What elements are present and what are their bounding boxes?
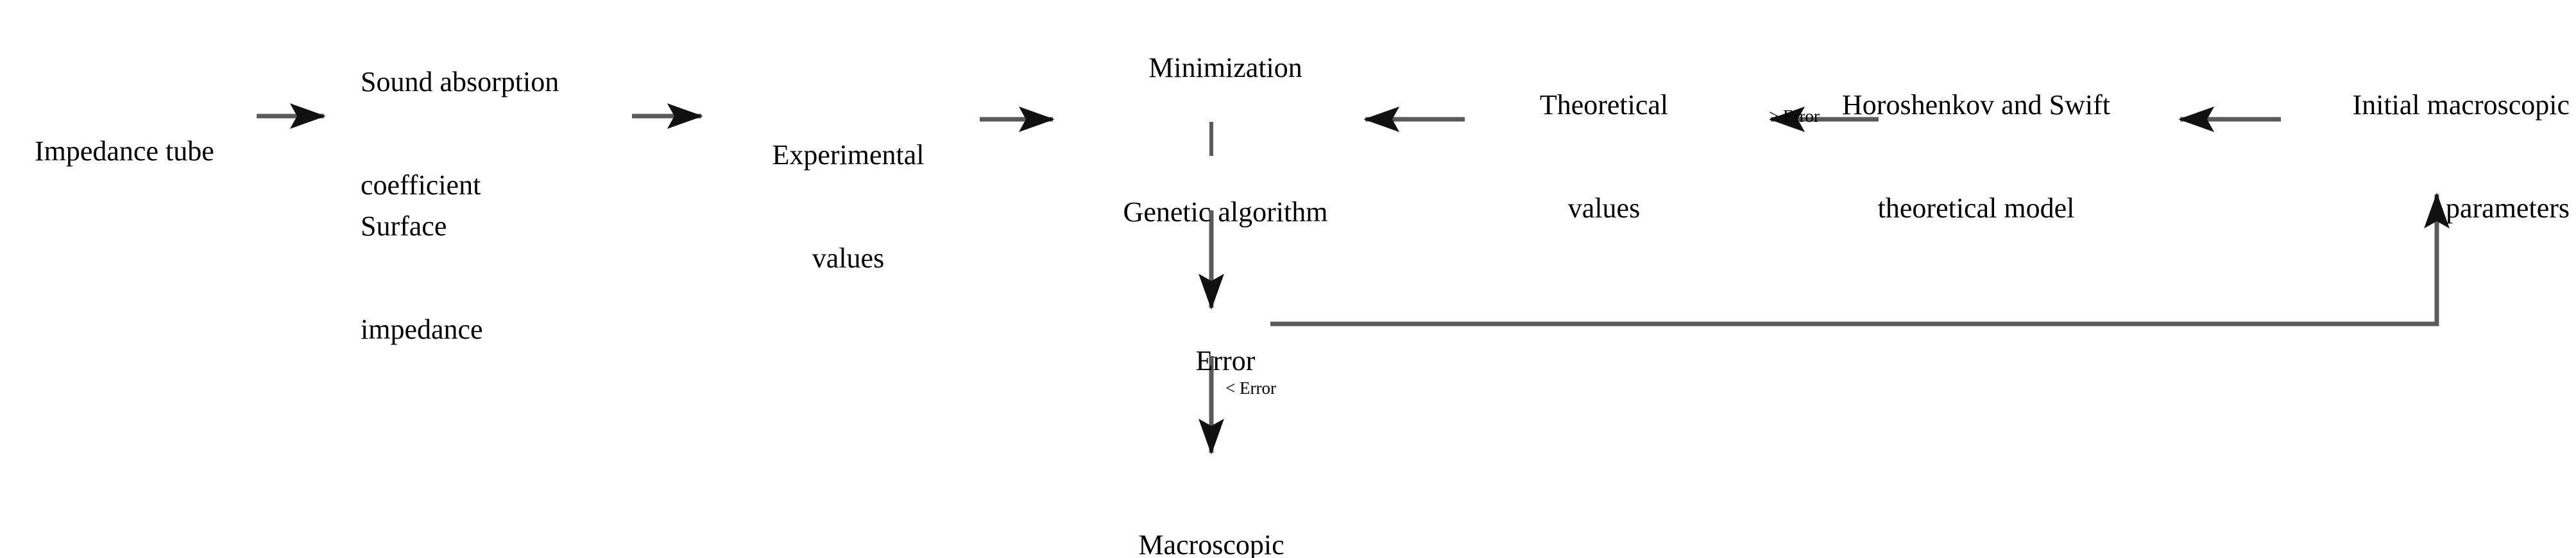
edge-label-less-than-error: < Error xyxy=(1225,378,1276,398)
node-surface-impedance-line2: impedance xyxy=(361,314,483,346)
node-minimization-label: Minimization xyxy=(1148,51,1302,83)
node-experimental-values: Experimental values xyxy=(720,69,977,344)
node-impedance-tube: Impedance tube xyxy=(6,99,250,203)
node-macroscopic-parameters: Macroscopic parameters xyxy=(1051,459,1372,558)
node-horoshenkov-swift-model-line1: Horoshenkov and Swift xyxy=(1842,89,2110,121)
node-initial-macroscopic-parameters-line1: Initial macroscopic xyxy=(2352,89,2570,121)
node-theoretical-values: Theoretical values xyxy=(1476,19,1732,294)
node-horoshenkov-swift-model: Horoshenkov and Swift theoretical model xyxy=(1771,19,2181,294)
node-minimization: Minimization xyxy=(1073,16,1349,119)
node-initial-macroscopic-parameters: Initial macroscopic parameters xyxy=(2258,19,2570,294)
node-surface-impedance: Surface impedance xyxy=(361,140,636,416)
node-error-label: Error xyxy=(1195,344,1256,376)
node-impedance-tube-label: Impedance tube xyxy=(35,135,214,167)
node-sound-absorption-coefficient: Sound absorption coefficient xyxy=(361,0,636,271)
node-theoretical-values-line1: Theoretical xyxy=(1539,89,1669,121)
node-genetic-algorithm: Genetic algorithm xyxy=(1051,160,1372,264)
node-experimental-values-line2: values xyxy=(812,242,885,275)
node-experimental-values-line1: Experimental xyxy=(772,139,925,171)
node-macroscopic-parameters-line1: Macroscopic xyxy=(1138,529,1284,558)
node-genetic-algorithm-label: Genetic algorithm xyxy=(1123,196,1328,228)
node-theoretical-values-line2: values xyxy=(1567,192,1641,224)
node-error: Error xyxy=(1115,309,1308,412)
node-sound-absorption-coefficient-line1: Sound absorption xyxy=(361,66,559,98)
node-sound-absorption-coefficient-line2: coefficient xyxy=(361,169,481,201)
edge-label-greater-than-error: > Error xyxy=(1769,106,1820,126)
node-surface-impedance-line1: Surface xyxy=(361,210,447,242)
node-initial-macroscopic-parameters-line2: parameters xyxy=(2446,192,2570,224)
node-horoshenkov-swift-model-line2: theoretical model xyxy=(1877,192,2075,224)
